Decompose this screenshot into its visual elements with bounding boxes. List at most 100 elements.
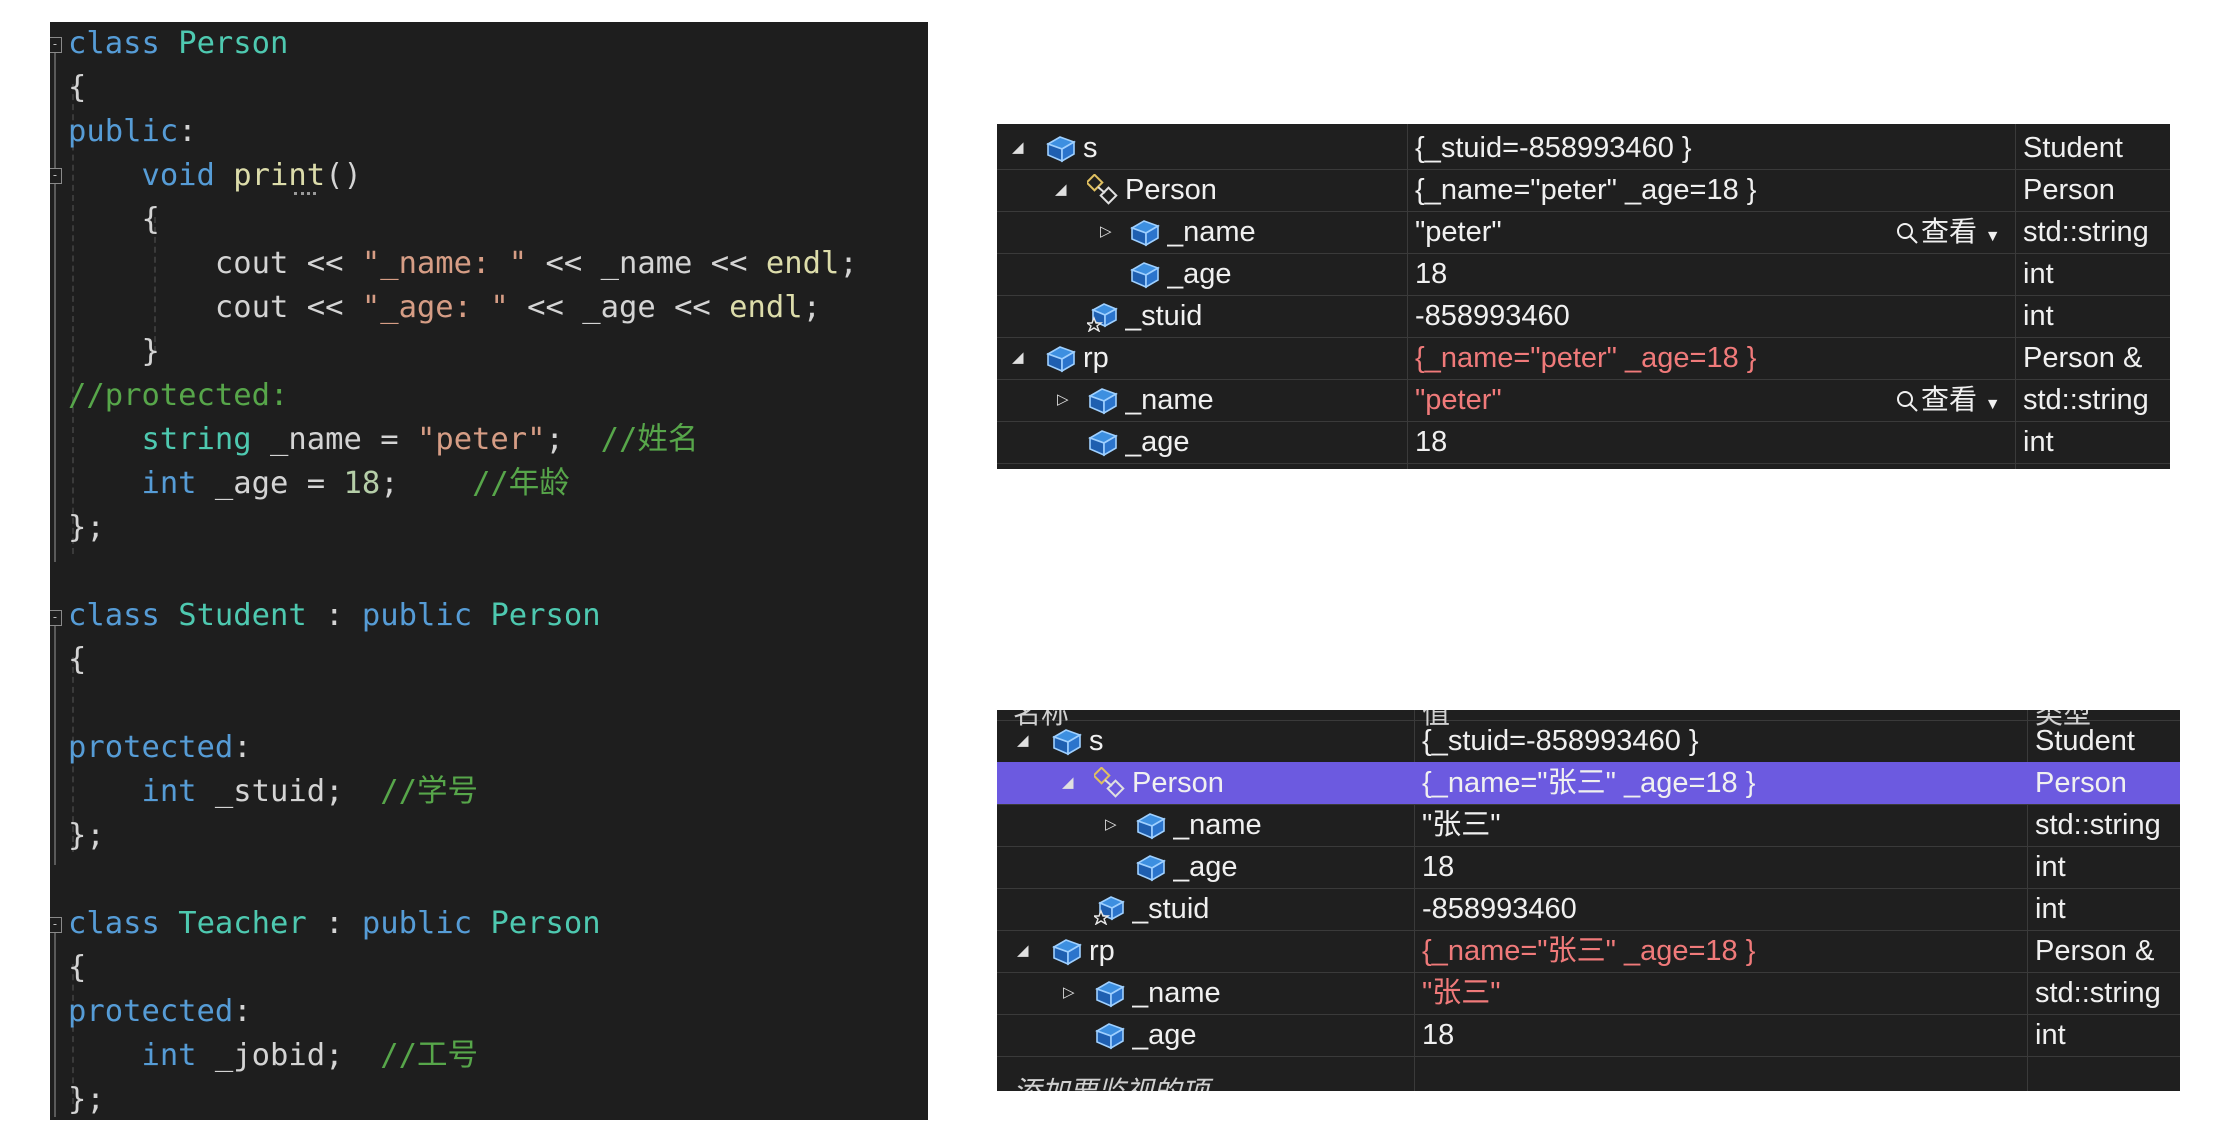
add-watch-item[interactable]: 添加要监视的项: [1013, 1070, 1209, 1091]
watch-row[interactable]: _age 18 int: [997, 421, 2170, 464]
identifier: _stuid: [214, 774, 326, 809]
variable-icon: [1051, 725, 1083, 757]
watch-value[interactable]: {_stuid=-858993460 }: [1422, 725, 1699, 757]
fold-toggle-teacher[interactable]: -: [50, 917, 62, 933]
watch-value[interactable]: {_name="peter" _age=18 }: [1415, 174, 1757, 206]
code-editor[interactable]: - - - - class Person { public: void prin…: [50, 22, 928, 1120]
add-watch-row[interactable]: 添加要监视的项: [997, 1056, 2180, 1091]
watch-row[interactable]: ◢ rp {_name="张三" _age=18 } Person &: [997, 930, 2180, 973]
watch-row[interactable]: _stuid -858993460 int: [997, 888, 2180, 931]
code-line: class Person: [50, 22, 928, 66]
operator: <<: [710, 246, 748, 281]
watch-value[interactable]: "peter": [1415, 384, 1502, 416]
watch-row[interactable]: _stuid -858993460 int: [997, 295, 2170, 338]
watch-type: Student: [2023, 132, 2123, 164]
watch-value[interactable]: "张三": [1422, 809, 1501, 841]
semicolon: ;: [325, 1038, 344, 1073]
view-button[interactable]: 查看 ▼: [1921, 211, 2001, 253]
semicolon: ;: [325, 774, 344, 809]
expand-arrow-icon[interactable]: ▷: [1100, 223, 1112, 240]
collapse-arrow-icon[interactable]: ◢: [1062, 774, 1074, 791]
fold-toggle-person[interactable]: -: [50, 37, 62, 53]
watch-row-selected[interactable]: ◢ Person {_name="张三" _age=18 } Person: [997, 762, 2180, 805]
expand-arrow-icon[interactable]: ▷: [1063, 984, 1075, 1001]
chevron-down-icon: ▼: [1984, 228, 2001, 245]
expand-arrow-icon[interactable]: ▷: [1105, 816, 1117, 833]
variable-icon: [1129, 216, 1161, 248]
watch-row[interactable]: ◢ Person {_name="peter" _age=18 } Person: [997, 169, 2170, 212]
watch-row[interactable]: ▷ _name "张三" std::string: [997, 804, 2180, 847]
variable-icon: [1087, 384, 1119, 416]
string-literal: "_name: ": [361, 246, 528, 281]
view-button[interactable]: 查看 ▼: [1921, 379, 2001, 421]
watch-row[interactable]: ◢ s {_stuid=-858993460 } Student: [997, 720, 2180, 763]
watch-value[interactable]: 18: [1415, 426, 1448, 458]
indent-guide: [72, 657, 74, 852]
watch-row[interactable]: _age 18 int: [997, 846, 2180, 889]
collapse-arrow-icon[interactable]: ◢: [1012, 349, 1024, 366]
base-class-icon: [1094, 767, 1126, 799]
brace: };: [68, 510, 105, 545]
keyword: void: [141, 158, 215, 193]
watch-value[interactable]: "peter": [1415, 216, 1502, 248]
expand-arrow-icon[interactable]: ▷: [1057, 391, 1069, 408]
code-line: {: [50, 946, 928, 990]
brace: {: [68, 642, 87, 677]
collapse-arrow-icon[interactable]: ◢: [1055, 181, 1067, 198]
magnifier-icon[interactable]: [1895, 389, 1919, 413]
watch-name: _stuid: [1125, 300, 1203, 332]
watch-row[interactable]: ◢ rp {_name="peter" _age=18 } Person &: [997, 337, 2170, 380]
watch-window-1[interactable]: ◢ s {_stuid=-858993460 } Student ◢ Perso…: [997, 124, 2170, 469]
parens: (): [325, 158, 362, 193]
watch-value[interactable]: 18: [1415, 258, 1448, 290]
watch-value[interactable]: {_name="张三" _age=18 }: [1422, 767, 1756, 799]
variable-icon: [1135, 851, 1167, 883]
collapse-arrow-icon[interactable]: ◢: [1017, 942, 1029, 959]
variable-icon: [1045, 342, 1077, 374]
header-type[interactable]: 类型: [2035, 710, 2092, 729]
watch-name: _stuid: [1132, 893, 1210, 925]
watch-value[interactable]: {_name="peter" _age=18 }: [1415, 342, 1757, 374]
brace: };: [68, 818, 105, 853]
magnifier-icon[interactable]: [1895, 221, 1919, 245]
variable-icon: [1129, 258, 1161, 290]
watch-value[interactable]: 18: [1422, 1019, 1455, 1051]
header-name[interactable]: 名称: [1013, 710, 1070, 729]
watch-row[interactable]: _age 18 int: [997, 1014, 2180, 1057]
string-literal: "peter": [416, 422, 546, 457]
keyword: int: [141, 1038, 197, 1073]
watch-row[interactable]: ▷ _name "张三" std::string: [997, 972, 2180, 1015]
watch-value[interactable]: -858993460: [1422, 893, 1577, 925]
fold-toggle-student[interactable]: -: [50, 610, 62, 626]
collapse-arrow-icon[interactable]: ◢: [1017, 732, 1029, 749]
watch-value[interactable]: "张三": [1422, 977, 1501, 1009]
watch-type: int: [2023, 258, 2054, 290]
keyword: int: [141, 466, 197, 501]
identifier: endl: [729, 290, 803, 325]
fold-toggle-print[interactable]: -: [50, 168, 62, 184]
watch-value[interactable]: {_stuid=-858993460 }: [1415, 132, 1692, 164]
column-divider[interactable]: [2027, 710, 2028, 1091]
collapse-arrow-icon[interactable]: ◢: [1012, 139, 1024, 156]
header-value[interactable]: 值: [1422, 710, 1451, 729]
watch-type: int: [2023, 300, 2054, 332]
watch-value[interactable]: 18: [1422, 851, 1455, 883]
variable-icon: [1094, 1019, 1126, 1051]
watch-row[interactable]: ◢ s {_stuid=-858993460 } Student: [997, 127, 2170, 170]
column-divider[interactable]: [1407, 124, 1408, 469]
keyword: public: [361, 906, 473, 941]
watch-row[interactable]: ▷ _name "peter" 查看 ▼ std::string: [997, 379, 2170, 422]
chevron-down-icon: ▼: [1984, 396, 2001, 413]
watch-row[interactable]: _age 18 int: [997, 253, 2170, 296]
watch-value[interactable]: {_name="张三" _age=18 }: [1422, 935, 1756, 967]
code-line: {: [50, 198, 928, 242]
variable-icon: [1087, 426, 1119, 458]
variable-icon: [1045, 132, 1077, 164]
watch-row[interactable]: ▷ _name "peter" 查看 ▼ std::string: [997, 211, 2170, 254]
column-divider[interactable]: [1414, 710, 1415, 1091]
watch-type: std::string: [2035, 809, 2161, 841]
watch-value[interactable]: -858993460: [1415, 300, 1570, 332]
column-divider[interactable]: [2015, 124, 2016, 469]
variable-icon: [1094, 977, 1126, 1009]
watch-window-2[interactable]: 名称 值 类型 ◢ s {_stuid=-858993460 } Student…: [997, 710, 2180, 1091]
